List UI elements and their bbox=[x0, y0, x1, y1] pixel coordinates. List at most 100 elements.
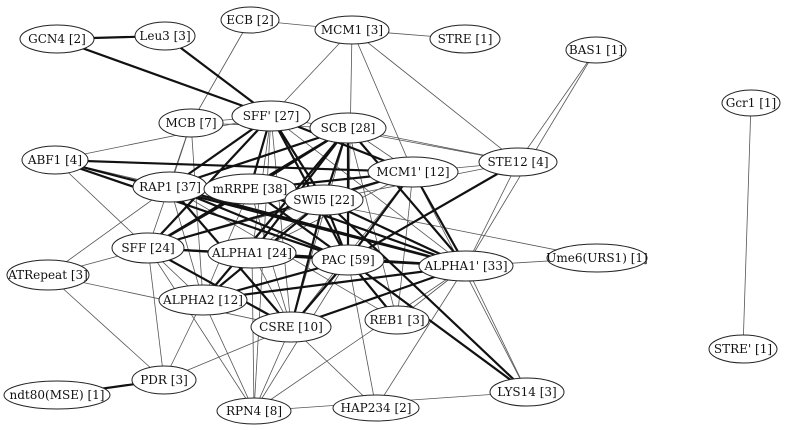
node-label: STE12 [4] bbox=[487, 155, 548, 169]
node-label: CSRE [10] bbox=[259, 320, 323, 334]
edge-sff-mcm1p bbox=[147, 170, 414, 250]
node-ste12: STE12 [4] bbox=[478, 147, 558, 177]
node-ellipse bbox=[203, 173, 297, 205]
node-ellipse bbox=[3, 380, 111, 410]
node-layer: GCN4 [2] Leu3 [3] ECB [2] MCM1 [3] STRE [1] B… bbox=[3, 6, 781, 425]
node-label: PDR [3] bbox=[140, 373, 188, 387]
node-label: MCM1 [3] bbox=[321, 23, 383, 37]
edge-lys14-alpha1p bbox=[465, 265, 528, 393]
node-label: SFF [24] bbox=[121, 241, 174, 255]
node-mrrpe: mRRPE [38] bbox=[203, 173, 297, 205]
node-label: HAP234 [2] bbox=[341, 401, 412, 415]
node-sff: SFF [24] bbox=[111, 232, 185, 264]
node-alpha1: ALPHA1 [24] bbox=[207, 237, 297, 269]
edge-rap1-alpha2 bbox=[169, 186, 204, 301]
node-hap234: HAP234 [2] bbox=[332, 394, 420, 422]
edge-sff-rpn4 bbox=[147, 247, 255, 412]
node-mcm1: MCM1 [3] bbox=[314, 15, 390, 45]
node-sffp: SFF' [27] bbox=[231, 100, 311, 132]
node-abf1: ABF1 [4] bbox=[21, 145, 89, 175]
node-label: ALPHA1 [24] bbox=[211, 246, 292, 260]
node-gcn4: GCN4 [2] bbox=[19, 24, 95, 54]
node-bas1: BAS1 [1] bbox=[565, 36, 627, 64]
edge-gcr1-strep bbox=[742, 102, 752, 350]
node-ellipse bbox=[111, 232, 185, 264]
edge-abf1-sffp bbox=[54, 115, 272, 161]
node-rpn4: RPN4 [8] bbox=[216, 397, 292, 425]
node-ndt80: ndt80(MSE) [1] bbox=[3, 380, 111, 410]
node-swi5: SWI5 [22] bbox=[284, 184, 364, 216]
node-ellipse bbox=[19, 24, 95, 54]
edge-mcm1-mcm1p bbox=[351, 29, 414, 173]
edge-layer bbox=[47, 19, 752, 412]
node-strep: STRE' [1] bbox=[708, 334, 778, 364]
node-mcb: MCB [7] bbox=[158, 108, 224, 138]
edge-mcm1-ste12 bbox=[351, 29, 519, 163]
node-ecb: ECB [2] bbox=[220, 6, 280, 34]
edge-mcb-alpha2 bbox=[190, 122, 204, 301]
node-label: ATRepeat [3] bbox=[7, 268, 88, 282]
node-rap1: RAP1 [37] bbox=[132, 171, 208, 203]
node-label: GCN4 [2] bbox=[28, 32, 86, 46]
node-label: REB1 [3] bbox=[369, 313, 424, 327]
node-reb1: REB1 [3] bbox=[364, 305, 430, 335]
node-label: RPN4 [8] bbox=[226, 404, 282, 418]
node-scb: SCB [28] bbox=[309, 112, 387, 144]
node-ellipse bbox=[314, 15, 390, 45]
edge-alpha1p-rpn4 bbox=[253, 265, 467, 412]
edge-alpha1p-mcm1p bbox=[412, 171, 467, 267]
node-label: ALPHA1' [33] bbox=[423, 259, 507, 273]
node-alpha1p: ALPHA1' [33] bbox=[418, 250, 514, 282]
node-label: Leu3 [3] bbox=[139, 29, 190, 43]
node-pac: PAC [59] bbox=[311, 244, 385, 276]
edge-scb-alpha1p bbox=[347, 127, 467, 267]
node-ellipse bbox=[216, 397, 292, 425]
node-csre: CSRE [10] bbox=[250, 311, 332, 343]
node-gcr1: Gcr1 [1] bbox=[721, 89, 781, 117]
node-ellipse bbox=[565, 36, 627, 64]
node-ellipse bbox=[367, 156, 459, 188]
edge-rap1-pac bbox=[169, 185, 349, 262]
node-label: STRE [1] bbox=[438, 32, 493, 46]
edge-abf1-sff bbox=[54, 159, 149, 249]
node-label: SWI5 [22] bbox=[293, 193, 354, 207]
node-label: mRRPE [38] bbox=[213, 182, 288, 196]
node-ellipse bbox=[489, 377, 565, 407]
node-label: LYS14 [3] bbox=[497, 385, 556, 399]
node-ume6: Ume6(URS1) [1] bbox=[546, 243, 648, 273]
node-ellipse bbox=[158, 284, 248, 316]
node-ellipse bbox=[418, 250, 514, 282]
node-label: ECB [2] bbox=[226, 13, 274, 27]
edge-hap234-alpha1p bbox=[375, 265, 467, 409]
node-label: SFF' [27] bbox=[243, 109, 300, 123]
node-alpha2: ALPHA2 [12] bbox=[158, 284, 248, 316]
node-ellipse bbox=[478, 147, 558, 177]
edge-swi5-csre bbox=[289, 199, 326, 328]
edge-sff-pdr bbox=[147, 247, 165, 381]
node-label: RAP1 [37] bbox=[139, 180, 201, 194]
node-atrepeat: ATRepeat [3] bbox=[6, 259, 90, 291]
edge-abf1-pac bbox=[54, 158, 349, 262]
node-label: Ume6(URS1) [1] bbox=[546, 251, 647, 265]
node-ellipse bbox=[546, 243, 648, 273]
node-leu3: Leu3 [3] bbox=[134, 21, 196, 51]
node-label: MCM1' [12] bbox=[376, 165, 449, 179]
node-ellipse bbox=[21, 145, 89, 175]
node-label: MCB [7] bbox=[165, 116, 216, 130]
node-ellipse bbox=[6, 259, 90, 291]
edge-ste12-sffp bbox=[270, 115, 519, 163]
node-lys14: LYS14 [3] bbox=[489, 377, 565, 407]
edge-pac-hap234 bbox=[347, 259, 377, 409]
node-label: ndt80(MSE) [1] bbox=[10, 388, 105, 402]
node-label: STRE' [1] bbox=[714, 342, 772, 356]
edge-sffp-csre bbox=[270, 115, 292, 328]
edge-lys14-swi5 bbox=[323, 199, 528, 393]
node-ellipse bbox=[131, 365, 197, 395]
edge-sffp-alpha1p bbox=[270, 115, 467, 267]
node-ellipse bbox=[207, 237, 297, 269]
edge-alpha2-rpn4 bbox=[202, 299, 255, 412]
node-label: PAC [59] bbox=[321, 253, 374, 267]
node-label: BAS1 [1] bbox=[569, 43, 623, 57]
node-ellipse bbox=[708, 334, 778, 364]
edge-atrepeat-rap1 bbox=[47, 186, 171, 276]
